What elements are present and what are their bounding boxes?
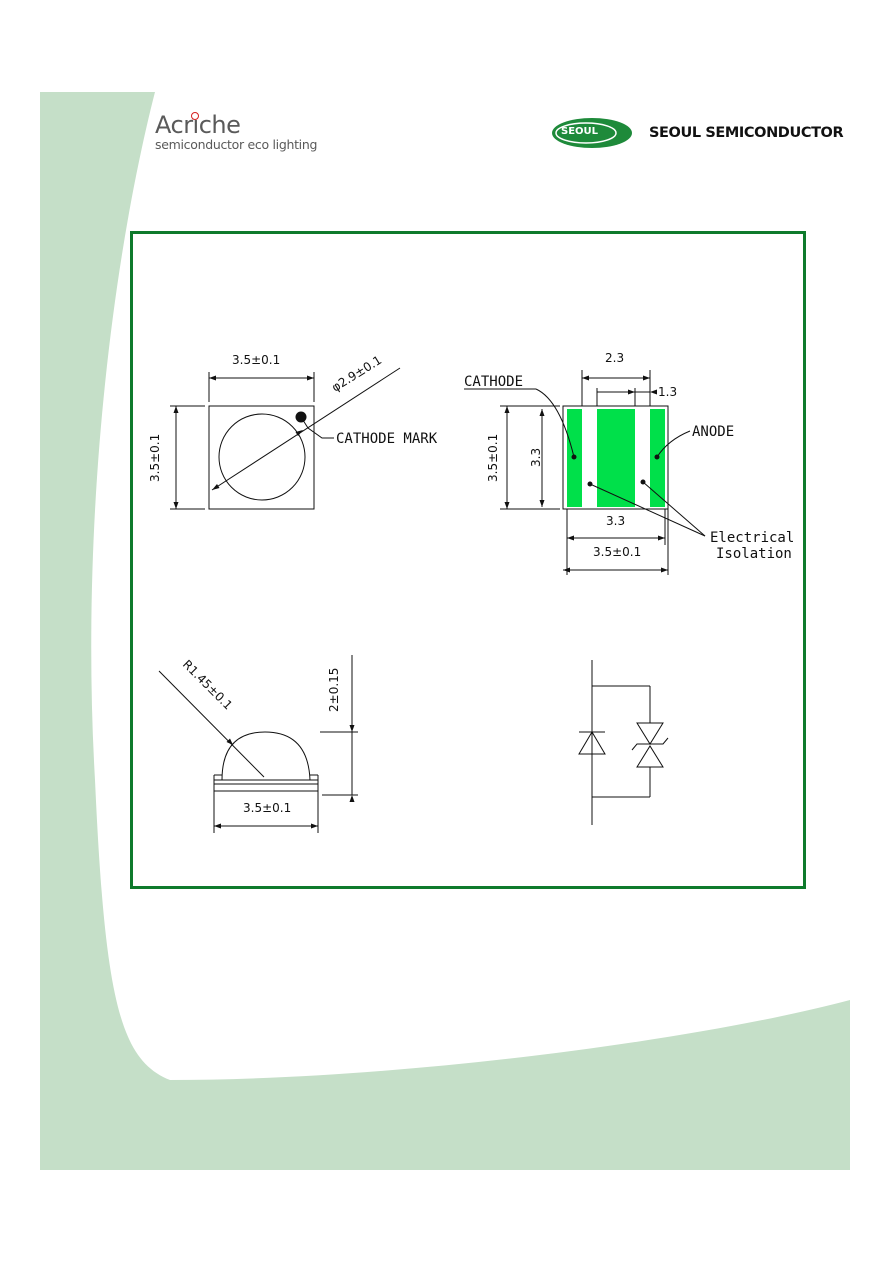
pad-height-dim: 3.3 (529, 448, 543, 467)
dim-1-3: 1.3 (658, 385, 677, 399)
led-diode-icon (578, 731, 606, 755)
lens-diameter-dim: φ2.9±0.1 (329, 353, 384, 395)
thermal-pad (597, 409, 635, 507)
acriche-logo: Acriche semiconductor eco lighting (155, 112, 317, 152)
side-width-dim: 3.5±0.1 (243, 801, 291, 815)
dim-2-3: 2.3 (605, 351, 624, 365)
pad-width-dim: 3.3 (606, 514, 625, 528)
seoul-oval-icon (552, 118, 632, 148)
isolation-label-line1: Electrical (710, 530, 794, 546)
zener-diode-icon (631, 722, 669, 768)
top-view-body (208, 405, 315, 510)
side-view-dome (221, 731, 311, 781)
swoosh-shape (40, 92, 850, 1170)
cathode-mark-label: CATHODE MARK (336, 431, 438, 447)
top-height-dim: 3.5±0.1 (148, 434, 162, 482)
bottom-view: 2.3 1.3 CATHODE ANODE 3.5±0.1 3.3 (464, 351, 794, 575)
side-radius-dim: R1.45±0.1 (180, 657, 235, 712)
seoul-company-name: SEOUL SEMICONDUCTOR (649, 125, 844, 141)
acriche-logo-dot (191, 112, 199, 120)
package-outline-drawing: 3.5±0.1 3.5±0.1 φ2.9±0.1 CATHODE MARK (148, 351, 794, 833)
bottom-view-body (562, 405, 669, 510)
side-view-base (213, 779, 319, 792)
acriche-logo-tagline: semiconductor eco lighting (155, 137, 318, 152)
top-width-dim: 3.5±0.1 (232, 353, 280, 367)
seoul-badge-text: SEOUL (561, 126, 599, 137)
bottom-height-dim: 3.5±0.1 (486, 434, 500, 482)
side-height-dim: 2±0.15 (327, 668, 341, 712)
cathode-label: CATHODE (464, 374, 523, 390)
isolation-label-line2: Isolation (716, 546, 792, 562)
bottom-width-dim: 3.5±0.1 (593, 545, 641, 559)
circuit-schematic (578, 660, 669, 825)
top-view: 3.5±0.1 3.5±0.1 φ2.9±0.1 CATHODE MARK (148, 353, 438, 510)
anode-label: ANODE (692, 424, 734, 440)
side-view: R1.45±0.1 2±0.15 3.5±0.1 (158, 655, 358, 833)
acriche-logo-name: Acriche (155, 111, 241, 139)
drawing-frame: 3.5±0.1 3.5±0.1 φ2.9±0.1 CATHODE MARK (130, 231, 806, 889)
top-view-lens (218, 413, 306, 501)
